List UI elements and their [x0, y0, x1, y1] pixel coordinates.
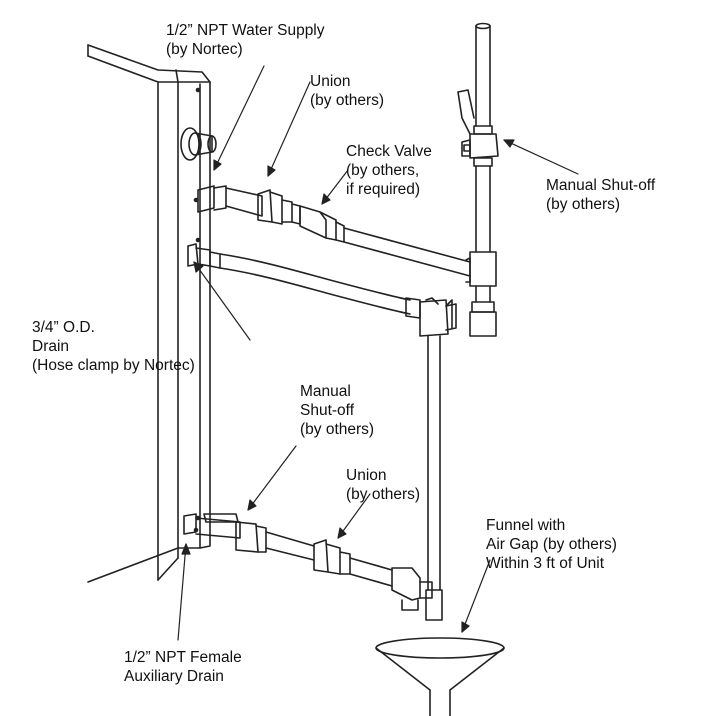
funnel-line3: Within 3 ft of Unit: [486, 555, 605, 572]
drain-line2: Drain: [32, 338, 70, 355]
label-check-valve: Check Valve (by others, if required): [346, 142, 432, 199]
check-valve: [291, 203, 345, 243]
label-drain: 3/4” O.D. Drain (Hose clamp by Nortec): [32, 318, 195, 375]
union-bottom-line2: (by others): [346, 486, 421, 503]
label-funnel: Funnel with Air Gap (by others) Within 3…: [486, 516, 617, 573]
label-manual-shutoff-top: Manual Shut-off (by others): [546, 176, 655, 214]
manual-shutoff-top-valve: [457, 89, 499, 159]
drain-line1: 3/4” O.D.: [32, 319, 95, 336]
check-valve-line3: if required): [346, 181, 421, 198]
manual-shutoff-bottom-line2: Shut-off: [300, 402, 355, 419]
water-supply-line2: (by Nortec): [166, 41, 243, 58]
label-manual-shutoff-bottom: Manual Shut-off (by others): [300, 382, 374, 439]
union-bottom-line1: Union: [346, 467, 387, 484]
union-top-line2: (by others): [310, 92, 385, 109]
funnel: [375, 589, 505, 716]
union-top-line1: Union: [310, 73, 351, 90]
drain-line: [187, 243, 457, 591]
label-union-bottom: Union (by others): [346, 466, 420, 504]
label-water-supply: 1/2” NPT Water Supply (by Nortec): [166, 21, 325, 59]
label-union-top: Union (by others): [310, 72, 384, 110]
aux-drain-line1: 1/2” NPT Female: [124, 649, 242, 666]
manual-shutoff-bottom-line3: (by others): [300, 421, 375, 438]
humidifier-cabinet: [87, 44, 211, 583]
drain-line3: (Hose clamp by Nortec): [32, 357, 195, 374]
manual-shutoff-top-line2: (by others): [546, 196, 621, 213]
check-valve-line2: (by others,: [346, 162, 420, 179]
manual-shutoff-bottom-valve: [203, 513, 267, 553]
manual-shutoff-bottom-line1: Manual: [300, 383, 351, 400]
aux-drain-line: [183, 513, 433, 611]
funnel-line1: Funnel with: [486, 517, 566, 534]
cabinet-port: [180, 127, 217, 161]
water-supply-line: [197, 185, 471, 277]
leader-lines: [177, 65, 579, 641]
water-supply-line1: 1/2” NPT Water Supply: [166, 22, 325, 39]
label-aux-drain: 1/2” NPT Female Auxiliary Drain: [124, 648, 242, 686]
supply-riser: [457, 22, 499, 337]
funnel-line2: Air Gap (by others): [486, 536, 617, 553]
union-top: [257, 189, 293, 225]
aux-drain-line2: Auxiliary Drain: [124, 668, 224, 685]
check-valve-line1: Check Valve: [346, 143, 432, 160]
union-bottom: [313, 539, 351, 575]
manual-shutoff-top-line1: Manual Shut-off: [546, 177, 656, 194]
